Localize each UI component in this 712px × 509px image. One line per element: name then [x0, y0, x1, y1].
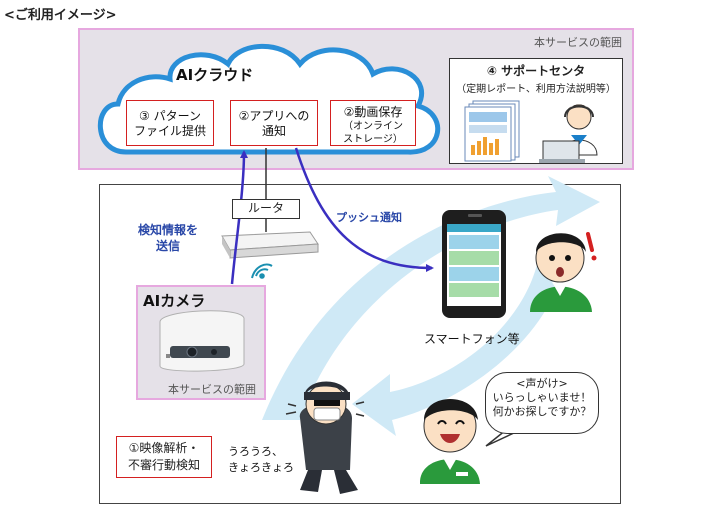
flow-arrow-big: [262, 176, 600, 420]
page-heading: <ご利用イメージ>: [4, 8, 117, 23]
smartphone-label: スマートフォン等: [424, 332, 520, 346]
router-label: ルータ: [232, 199, 300, 219]
feature-pattern-line2: ファイル提供: [133, 124, 206, 138]
support-center-subtitle: （定期レポート、利用方法説明等）: [456, 84, 616, 95]
surprised-staff-icon: [530, 232, 597, 312]
speech-line2: いらっしゃいませ！: [492, 391, 592, 404]
feature-pattern-line1: ③ パターン: [139, 109, 201, 123]
feature-notify-line2: 通知: [261, 124, 286, 138]
smartphone-icon: [442, 210, 506, 318]
service-scope-label: 本サービスの範囲: [534, 36, 622, 49]
analysis-line2: 不審行動検知: [127, 458, 200, 472]
feature-video-line3: ストレージ）: [343, 134, 403, 145]
support-center-box: ④ サポートセンタ （定期レポート、利用方法説明等）: [449, 58, 623, 164]
wandering-text: うろうろ、 きょろきょろ: [228, 444, 294, 476]
feature-notify-line1: ②アプリへの: [238, 109, 310, 123]
wander-line1: うろうろ、: [228, 445, 283, 458]
router-device-icon: [221, 231, 319, 259]
push-notification-label: プッシュ通知: [336, 211, 402, 224]
suspicious-person-icon: [285, 381, 365, 494]
analysis-line1: ①映像解析・: [128, 441, 200, 455]
support-illustration: [464, 100, 598, 163]
feature-pattern-file: ③ パターン ファイル提供: [126, 100, 214, 146]
report-document-icon: [464, 100, 520, 162]
feature-video-line1: ②動画保存: [343, 105, 403, 119]
flow-arrow-return: [352, 250, 566, 436]
speech-bubble: <声がけ> いらっしゃいませ！ 何かお探しですか？: [485, 372, 599, 434]
feature-app-notification: ②アプリへの 通知: [230, 100, 318, 146]
speech-line3: 何かお探しですか？: [492, 405, 592, 418]
support-center-title: ④ サポートセンタ: [486, 64, 586, 78]
detection-label-line1: 検知情報を: [138, 223, 199, 237]
ai-camera-icon: [159, 310, 245, 372]
ai-camera-title: AIカメラ: [143, 292, 206, 310]
operator-icon: [539, 104, 598, 163]
feature-video-storage: ②動画保存 （オンライン ストレージ）: [330, 100, 416, 146]
push-notification-arrow: [294, 147, 434, 272]
speech-line1: <声がけ>: [516, 377, 568, 390]
wifi-icon: [251, 263, 273, 279]
greeting-staff-icon: [419, 399, 480, 484]
service-scope-label-camera: 本サービスの範囲: [168, 383, 256, 396]
feature-video-line2: （オンライン: [343, 121, 403, 132]
cloud-title: AIクラウド: [176, 66, 254, 84]
wander-line2: きょろきょろ: [228, 461, 294, 474]
video-analysis-box: ①映像解析・ 不審行動検知: [116, 436, 212, 478]
detection-info-label: 検知情報を 送信: [138, 222, 198, 254]
detection-label-line2: 送信: [156, 239, 181, 253]
